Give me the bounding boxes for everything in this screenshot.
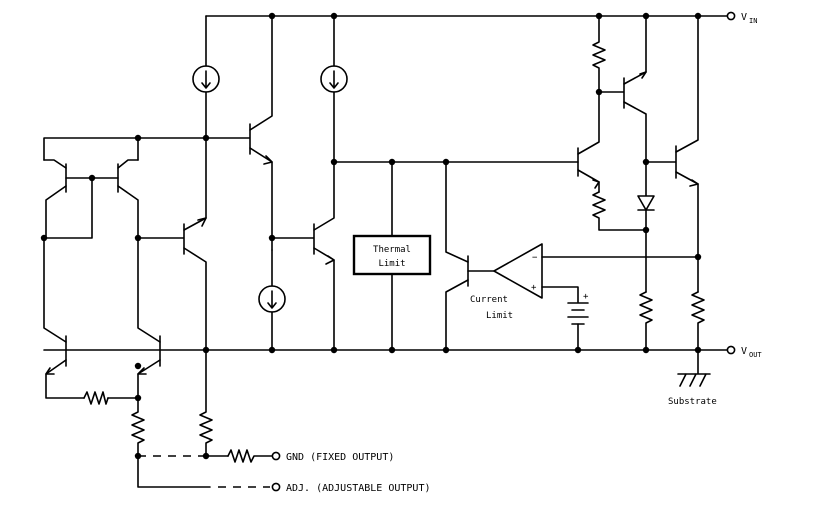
thermal-limit-line2: Limit <box>378 259 405 269</box>
thermal-limit-block: Thermal Limit <box>352 161 432 351</box>
transistor-q6 <box>205 15 273 251</box>
vin-subscript: IN <box>749 17 757 25</box>
transistor-q3 <box>137 137 207 351</box>
adj-terminal[interactable]: ADJ. (ADJUSTABLE OUTPUT) <box>271 482 431 494</box>
thermal-limit-line1: Thermal <box>373 245 411 255</box>
resistor-r4 <box>592 15 606 93</box>
transistor-q7 <box>271 161 335 351</box>
vout-label: V <box>741 346 747 357</box>
amp-plus: + <box>531 283 537 293</box>
vout-subscript: OUT <box>749 351 762 359</box>
transistor-q5 <box>107 237 161 399</box>
current-limit-line2: Limit <box>486 311 513 321</box>
junction-dots <box>40 12 702 460</box>
substrate-label: Substrate <box>668 397 717 407</box>
resistor-r1 <box>83 391 109 405</box>
transistor-q2 <box>43 163 139 239</box>
transistor-q1 <box>45 163 93 239</box>
diode-d1 <box>637 161 655 293</box>
gnd-terminal[interactable]: GND (FIXED OUTPUT) <box>271 451 394 463</box>
battery-plus: + <box>583 292 589 302</box>
vout-terminal[interactable]: V OUT <box>726 345 762 359</box>
current-limit-transistor <box>445 161 495 351</box>
adj-label: ADJ. (ADJUSTABLE OUTPUT) <box>286 483 431 494</box>
current-limit-line1: Current <box>470 295 508 305</box>
gnd-label: GND (FIXED OUTPUT) <box>286 452 394 463</box>
adj-output-line <box>137 455 270 488</box>
vin-label: V <box>741 12 747 23</box>
transistor-q9 <box>577 91 600 193</box>
mirror-top-wiring <box>43 137 207 169</box>
resistor-r7 <box>691 291 705 351</box>
current-source-2 <box>320 15 348 163</box>
transistor-q8 <box>598 15 647 163</box>
amp-minus: − <box>532 253 538 263</box>
transistor-q4 <box>43 237 85 399</box>
substrate-ground: Substrate <box>668 349 717 407</box>
reference-battery: + <box>567 292 589 351</box>
current-source-3 <box>258 249 286 351</box>
vin-terminal[interactable]: V IN <box>726 11 757 25</box>
current-source-1 <box>192 15 220 139</box>
resistor-r3 <box>199 349 213 457</box>
resistor-r6 <box>639 291 653 351</box>
resistor-r2 <box>131 397 145 457</box>
gnd-output-line <box>138 449 273 463</box>
current-limit-amplifier: − + Current Limit <box>470 243 699 321</box>
resistor-r5 <box>592 191 647 231</box>
transistor-q10 <box>645 15 699 293</box>
